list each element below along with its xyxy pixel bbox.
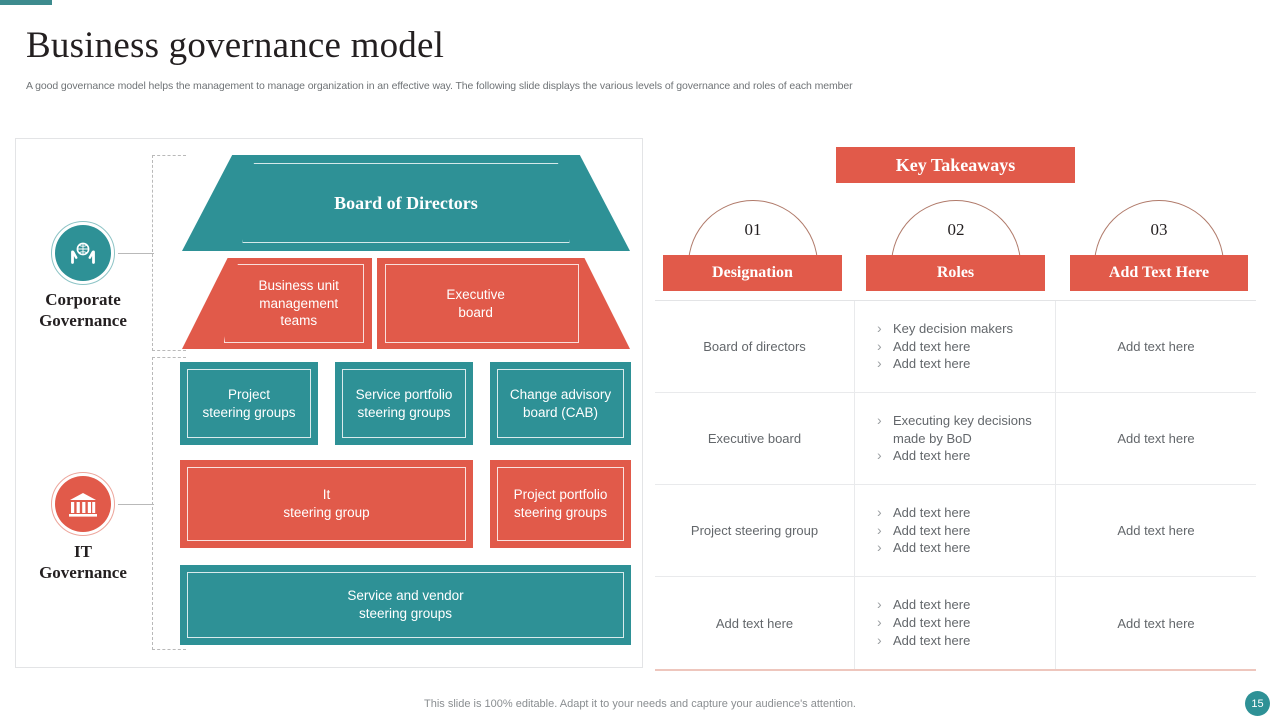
- group-label-it-governance: IT Governance: [3, 541, 163, 584]
- connector-it-governance: [118, 504, 154, 505]
- shape-it-steering-group[interactable]: It steering group: [180, 460, 473, 548]
- table-row: Project steering group Add text here Add…: [655, 485, 1256, 577]
- list-item: Add text here: [873, 631, 970, 650]
- shape-label-line-1: Business unit: [258, 278, 339, 294]
- column-header-add-text-here: Add Text Here: [1070, 255, 1248, 291]
- shape-label-line-2: board: [458, 304, 493, 320]
- icon-ring: [51, 221, 115, 285]
- table-row: Add text here Add text here Add text her…: [655, 577, 1256, 669]
- column-number-03: 03: [1150, 220, 1168, 239]
- list-item: Add text here: [873, 613, 970, 632]
- connector-corporate-governance: [118, 253, 154, 254]
- shape-project-portfolio-steering-groups[interactable]: Project portfolio steering groups: [490, 460, 631, 548]
- group-label-line-1: Corporate: [45, 290, 121, 309]
- bank-building-icon: [51, 472, 115, 536]
- shape-change-advisory-board[interactable]: Change advisory board (CAB): [490, 362, 631, 445]
- list-item: Add text here: [873, 521, 970, 540]
- shape-label-line-2: board (CAB): [522, 404, 599, 420]
- roles-list: Add text here Add text here Add text her…: [867, 595, 970, 650]
- shape-label-line-2: steering groups: [357, 404, 451, 420]
- column-number-02: 02: [947, 220, 965, 239]
- footer-note: This slide is 100% editable. Adapt it to…: [424, 698, 856, 710]
- bracket-it-governance: [152, 357, 186, 650]
- shape-label-line-1: Project portfolio: [513, 487, 608, 503]
- cell-extra: Add text here: [1117, 339, 1195, 354]
- key-takeaways-banner: Key Takeaways: [836, 147, 1075, 183]
- shape-label-line-2: steering group: [283, 505, 370, 520]
- cell-roles: Add text here Add text here Add text her…: [855, 577, 1056, 669]
- shape-label-line-1: Service and vendor: [347, 588, 464, 604]
- shape-label-line-1: Project: [227, 386, 271, 402]
- shape-label: Project portfolio steering groups: [504, 486, 618, 522]
- list-item: Add text here: [873, 337, 1013, 356]
- icon-ring: [51, 472, 115, 536]
- key-takeaways-table: Board of directors Key decision makers A…: [655, 300, 1256, 671]
- list-item: Add text here: [873, 595, 970, 614]
- column-number-01: 01: [744, 220, 762, 239]
- shape-service-and-vendor-steering-groups[interactable]: Service and vendor steering groups: [180, 565, 631, 645]
- shape-project-steering-groups[interactable]: Project steering groups: [180, 362, 318, 445]
- page-number-badge: 15: [1245, 691, 1270, 716]
- cell-extra: Add text here: [1117, 615, 1195, 631]
- cell-extra: Add text here: [1117, 523, 1195, 538]
- shape-label-line-1: Change advisory: [509, 386, 612, 402]
- top-accent-bar: [0, 0, 52, 5]
- table-row: Board of directors Key decision makers A…: [655, 301, 1256, 393]
- hands-globe-icon: [51, 221, 115, 285]
- column-header-designation: Designation: [663, 255, 842, 291]
- group-label-line-1: IT: [74, 542, 92, 561]
- shape-label: Executive board: [377, 258, 574, 349]
- page-subtitle: A good governance model helps the manage…: [26, 80, 853, 92]
- shape-label-line-1: Service portfolio: [355, 386, 453, 402]
- list-item: Add text here: [873, 354, 1013, 373]
- shape-label: Business unit management teams: [231, 258, 366, 349]
- shape-inner-outline: [385, 264, 580, 343]
- roles-list: Executing key decisions made by BoD Add …: [867, 411, 1043, 466]
- list-item: Add text here: [873, 538, 970, 557]
- shape-fill: [377, 258, 630, 349]
- group-label-corporate-governance: Corporate Governance: [3, 289, 163, 332]
- cell-designation: Add text here: [655, 577, 855, 669]
- table-row: Executive board Executing key decisions …: [655, 393, 1256, 485]
- shape-label: Service portfolio steering groups: [346, 386, 463, 422]
- shape-label: Board of Directors: [334, 192, 478, 213]
- shape-label-line-1: Executive: [446, 286, 505, 302]
- cell-designation: Project steering group: [655, 485, 855, 576]
- shape-label-line-2: steering groups: [358, 606, 453, 621]
- shape-label: Service and vendor steering groups: [337, 587, 473, 623]
- cell-roles: Add text here Add text here Add text her…: [855, 485, 1056, 576]
- cell-roles: Executing key decisions made by BoD Add …: [855, 393, 1056, 484]
- shape-label-line-1: It: [322, 487, 331, 503]
- page-title: Business governance model: [26, 25, 445, 66]
- shape-business-unit-management-teams[interactable]: Business unit management teams: [182, 258, 372, 349]
- shape-board-of-directors[interactable]: Board of Directors: [182, 155, 630, 251]
- shape-label-line-3: teams: [280, 313, 318, 329]
- shape-label-line-2: steering groups: [513, 505, 608, 520]
- roles-list: Key decision makers Add text here Add te…: [867, 319, 1013, 374]
- shape-label-line-2: management: [259, 295, 339, 311]
- shape-label: It steering group: [273, 486, 379, 522]
- group-label-line-2: Governance: [39, 311, 127, 331]
- cell-roles: Key decision makers Add text here Add te…: [855, 301, 1056, 392]
- roles-list: Add text here Add text here Add text her…: [867, 503, 970, 558]
- cell-designation: Board of directors: [655, 301, 855, 392]
- shape-label: Project steering groups: [192, 386, 305, 422]
- list-item: Key decision makers: [873, 319, 1013, 338]
- list-item: Executing key decisions made by BoD: [873, 411, 1043, 448]
- shape-fill: [182, 155, 630, 251]
- shape-executive-board[interactable]: Executive board: [377, 258, 630, 349]
- shape-label-line-2: steering groups: [202, 404, 296, 420]
- list-item: Add text here: [873, 446, 1043, 465]
- shape-label: Change advisory board (CAB): [500, 386, 621, 422]
- cell-extra: Add text here: [1117, 431, 1195, 446]
- cell-designation: Executive board: [655, 393, 855, 484]
- list-item: Add text here: [873, 503, 970, 522]
- group-label-line-2: Governance: [39, 563, 127, 583]
- column-header-roles: Roles: [866, 255, 1045, 291]
- shape-service-portfolio-steering-groups[interactable]: Service portfolio steering groups: [335, 362, 473, 445]
